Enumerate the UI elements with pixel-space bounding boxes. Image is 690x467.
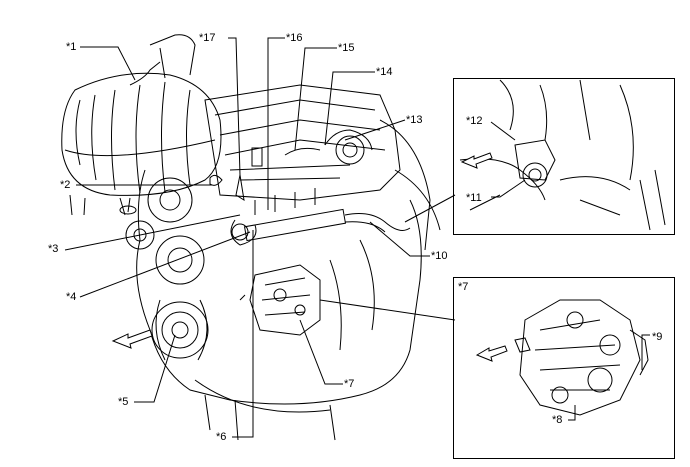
callout-16: *16 [286, 32, 303, 44]
callout-3: *3 [48, 243, 59, 255]
common-rail-drawing [230, 188, 347, 246]
throttle-body-drawing [209, 129, 373, 202]
inset-top-right-drawing [459, 79, 666, 231]
callout-17: *17 [199, 32, 216, 44]
inset-frame-bottom [453, 277, 675, 459]
inset-bottom-label-9: *9 [652, 331, 663, 343]
callout-6: *6 [216, 431, 227, 443]
callout-1: *1 [66, 41, 77, 53]
leader-lines [64, 37, 456, 438]
callout-10: *10 [431, 250, 448, 262]
callout-2: *2 [60, 179, 71, 191]
inset-bottom-title: *7 [458, 281, 469, 293]
callout-7: *7 [344, 378, 355, 390]
callout-4: *4 [66, 291, 77, 303]
callout-14: *14 [376, 66, 393, 78]
inset-top-label-12: *12 [466, 115, 483, 127]
front-direction-arrow-icon [111, 329, 153, 349]
fuel-pump-drawing [239, 264, 321, 336]
air-cleaner-drawing [61, 34, 222, 216]
inset-bottom-label-8: *8 [552, 414, 563, 426]
engine-block-drawing [125, 169, 422, 441]
callout-15: *15 [338, 42, 355, 54]
callout-13: *13 [406, 114, 423, 126]
inset-bottom-right-drawing [475, 299, 650, 421]
inset-top-label-11: *11 [466, 192, 482, 204]
inset-frame-top [453, 78, 675, 235]
callout-5: *5 [118, 396, 129, 408]
pipes-drawing [344, 213, 411, 233]
